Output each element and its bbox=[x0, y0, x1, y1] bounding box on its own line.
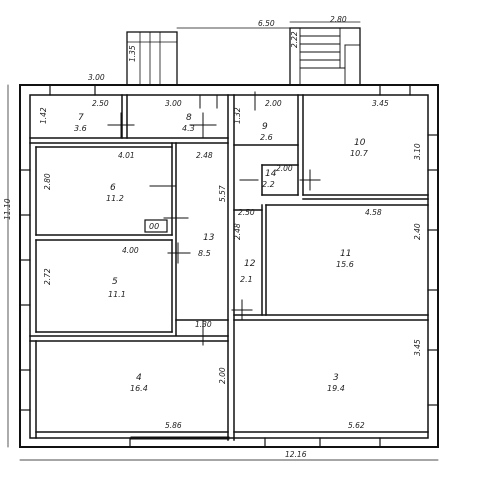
room-7-number: 7 bbox=[78, 113, 84, 123]
dimension-labels: 6.50 2.80 1.35 2.22 3.00 11.10 1.42 2.50… bbox=[3, 15, 422, 459]
dim-5-86: 5.86 bbox=[165, 421, 182, 430]
dim-4-01: 4.01 bbox=[118, 151, 135, 160]
room-11-number: 11 bbox=[340, 249, 351, 259]
dim-3-45-vert: 3.45 bbox=[413, 339, 422, 356]
room-10-number: 10 bbox=[354, 138, 366, 148]
dim-5-57: 5.57 bbox=[218, 185, 227, 202]
dim-2-00-a: 2.00 bbox=[265, 99, 282, 108]
room-5-number: 5 bbox=[112, 277, 118, 287]
room-11-area: 15.6 bbox=[336, 260, 354, 269]
room-14-number: 14 bbox=[265, 169, 277, 179]
dim-11-10: 11.10 bbox=[3, 198, 12, 220]
stair-right bbox=[289, 27, 361, 86]
windows bbox=[19, 84, 439, 448]
room-8-number: 8 bbox=[186, 113, 192, 123]
dim-3-45-top: 3.45 bbox=[372, 99, 389, 108]
dim-1-30: 1.30 bbox=[195, 320, 212, 329]
stove-label: 00 bbox=[149, 222, 159, 231]
dim-4-58: 4.58 bbox=[365, 208, 382, 217]
room-9-area: 2.6 bbox=[260, 133, 273, 142]
dim-2-48-b: 2.48 bbox=[233, 223, 242, 240]
dim-6-50: 6.50 bbox=[258, 19, 275, 28]
dim-2-80-top: 2.80 bbox=[330, 15, 347, 24]
interior-walls bbox=[29, 94, 429, 441]
room-4-number: 4 bbox=[136, 373, 142, 383]
room-12-area: 2.1 bbox=[240, 275, 253, 284]
dim-2-40: 2.40 bbox=[413, 223, 422, 240]
room-4-area: 16.4 bbox=[130, 384, 148, 393]
dim-3-00: 3.00 bbox=[165, 99, 182, 108]
dim-2-48: 2.48 bbox=[196, 151, 213, 160]
dim-1-32: 1.32 bbox=[233, 107, 242, 124]
dim-2-80-left: 2.80 bbox=[43, 173, 52, 190]
room-5-area: 11.1 bbox=[108, 290, 126, 299]
room-14-area: 2.2 bbox=[262, 180, 275, 189]
stove bbox=[144, 219, 168, 233]
dim-1-35: 1.35 bbox=[128, 45, 137, 62]
dim-2-72: 2.72 bbox=[43, 268, 52, 285]
room-7-area: 3.6 bbox=[74, 124, 87, 133]
porch-left bbox=[126, 31, 178, 86]
dim-4-00: 4.00 bbox=[122, 246, 139, 255]
room-6-number: 6 bbox=[110, 183, 116, 193]
room-labels: 7 3.6 8 4.3 9 2.6 10 10.7 14 2.2 6 11.2 … bbox=[74, 113, 369, 393]
room-6-area: 11.2 bbox=[106, 194, 124, 203]
room-8-area: 4.3 bbox=[182, 124, 195, 133]
dim-3-00-top: 3.00 bbox=[88, 73, 105, 82]
dim-2-50: 2.50 bbox=[92, 99, 109, 108]
dim-12-16: 12.16 bbox=[285, 450, 307, 459]
dim-2-00-b: 2.00 bbox=[276, 164, 293, 173]
room-13-area: 8.5 bbox=[198, 249, 211, 258]
room-10-area: 10.7 bbox=[350, 149, 369, 158]
dim-3-10: 3.10 bbox=[413, 143, 422, 160]
center-marks bbox=[107, 91, 321, 346]
dim-2-50-mid: 2.50 bbox=[238, 208, 255, 217]
room-9-number: 9 bbox=[262, 122, 268, 132]
stair-left bbox=[126, 31, 178, 86]
dim-1-42-a: 1.42 bbox=[39, 107, 48, 124]
room-12-number: 12 bbox=[244, 259, 256, 269]
dim-5-62: 5.62 bbox=[348, 421, 365, 430]
room-3-number: 3 bbox=[333, 373, 339, 383]
room-13-number: 13 bbox=[203, 233, 215, 243]
room-3-area: 19.4 bbox=[327, 384, 345, 393]
dim-2-00-c: 2.00 bbox=[218, 367, 227, 384]
dimension-lines bbox=[7, 21, 439, 461]
dim-2-22: 2.22 bbox=[290, 31, 299, 48]
outer-wall bbox=[19, 84, 439, 448]
